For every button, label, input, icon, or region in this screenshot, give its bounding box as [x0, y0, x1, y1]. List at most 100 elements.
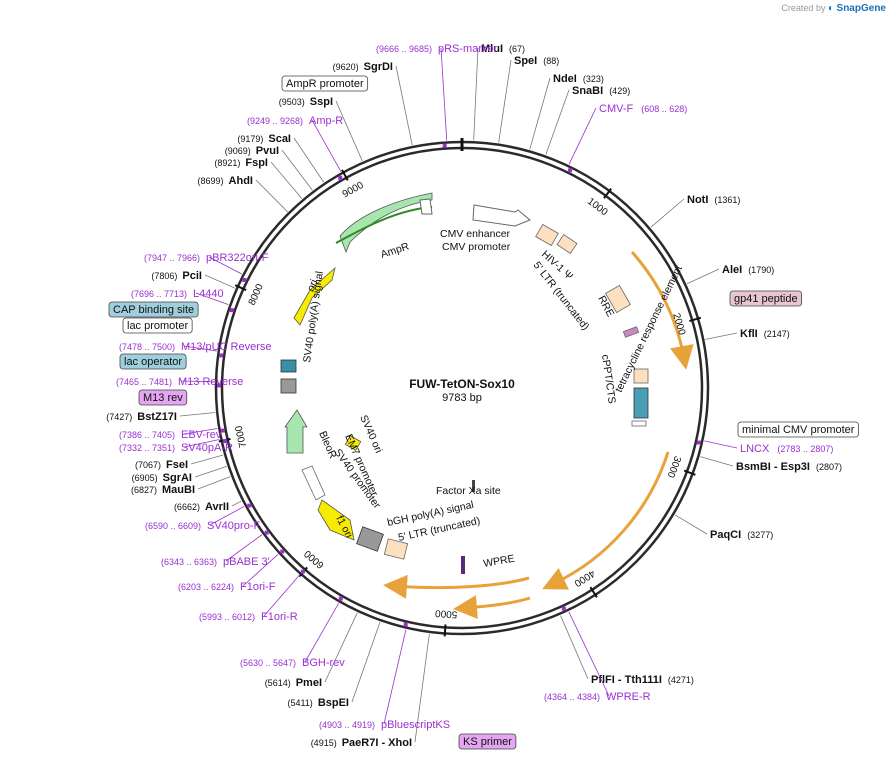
feature-label-box[interactable]: minimal CMV promoter: [737, 421, 859, 438]
enzyme-site[interactable]: NdeI(323): [553, 73, 604, 85]
tick-mark-1: [689, 316, 702, 323]
enzyme-site[interactable]: NotI(1361): [687, 194, 740, 206]
enzyme-leader-18: [204, 274, 236, 289]
enzyme-site[interactable]: SgrDI(9620): [333, 61, 393, 73]
enzyme-site[interactable]: MauBI (6827): [131, 484, 195, 496]
primer-range: (9249 .. 9268): [247, 116, 303, 126]
enzyme-site[interactable]: SgrAI(6905): [132, 472, 192, 484]
primer-label[interactable]: F1ori-R(5993 .. 6012): [199, 611, 298, 623]
feature-label-box[interactable]: KS primer: [458, 733, 517, 750]
enzyme-position: (8921): [214, 158, 240, 168]
primer-range: (2783 .. 2807): [777, 444, 833, 454]
enzyme-leader-3: [545, 89, 570, 155]
enzyme-position: (67): [509, 44, 525, 54]
enzyme-position: (6827): [131, 485, 157, 495]
enzyme-site[interactable]: SnaBI(429): [572, 85, 630, 97]
tick-mark-8: [341, 169, 349, 181]
inner-feature-label: tetracycline response element: [613, 264, 685, 395]
primer-label[interactable]: WPRE-R(4364 .. 4384): [544, 691, 651, 703]
feature-sv40-polya: [280, 359, 297, 373]
enzyme-site[interactable]: FspI (8921): [214, 157, 268, 169]
primer-marker: [229, 308, 234, 313]
primer-marker: [300, 569, 305, 574]
enzyme-name: BsmBI - Esp3I: [736, 461, 810, 473]
enzyme-site[interactable]: BstZ17I(7427): [106, 411, 177, 423]
enzyme-leader-13: [231, 500, 242, 507]
enzyme-name: BspEI: [318, 697, 349, 709]
primer-label[interactable]: BGH-rev(5630 .. 5647): [240, 657, 345, 669]
feature-label-box[interactable]: gp41 peptide: [729, 290, 803, 307]
feature-label-box-bg: [281, 75, 369, 92]
primer-label[interactable]: EBV-rev(7386 .. 7405): [119, 429, 222, 441]
enzyme-site[interactable]: FseI(7067): [135, 459, 188, 471]
enzyme-site[interactable]: BsmBI - Esp3I (2807): [736, 461, 842, 473]
primer-label[interactable]: pRS-marker(9666 .. 9685): [376, 43, 498, 55]
primer-label[interactable]: Amp-R(9249 .. 9268): [247, 115, 343, 127]
enzyme-site[interactable]: BspEI(5411): [287, 697, 349, 709]
primer-label[interactable]: pBluescriptKS (4903 .. 4919): [319, 719, 450, 731]
enzyme-position: (2807): [816, 462, 842, 472]
primer-leader-6: [180, 380, 215, 383]
primer-label[interactable]: M13/pUC Reverse(7478 .. 7500): [119, 341, 272, 353]
enzyme-name: FspI: [245, 157, 268, 169]
primer-label[interactable]: CMV-F(608 .. 628): [599, 103, 687, 115]
enzyme-name: AvrII: [205, 501, 229, 513]
primer-label[interactable]: SV40pA-R(7332 .. 7351): [119, 442, 233, 454]
feature-label-box[interactable]: lac operator: [119, 353, 187, 370]
enzyme-site[interactable]: PvuI(9069): [225, 145, 279, 157]
enzyme-site[interactable]: KflI(2147): [740, 328, 790, 340]
primer-name: pBR322ori-F: [206, 252, 269, 264]
enzyme-name: NotI: [687, 194, 708, 206]
primer-range: (4903 .. 4919): [319, 720, 375, 730]
primer-leader-11: [242, 554, 279, 587]
enzyme-name: MauBI: [162, 484, 195, 496]
feature-label-box[interactable]: lac promoter: [122, 317, 193, 334]
feature-label-box[interactable]: AmpR promoter: [281, 75, 369, 92]
enzyme-site[interactable]: AvrII(6662): [174, 501, 229, 513]
primer-label[interactable]: pBABE 3'(6343 .. 6363): [161, 556, 270, 568]
enzyme-leader-20: [270, 161, 303, 199]
primer-label[interactable]: M13 Reverse(7465 .. 7481): [116, 376, 243, 388]
primer-name: pBluescriptKS: [381, 719, 450, 731]
primer-range: (6343 .. 6363): [161, 557, 217, 567]
enzyme-site[interactable]: PflFI - Tth111I(4271): [591, 674, 694, 686]
enzyme-site[interactable]: ScaI(9179): [237, 133, 291, 145]
feature-label-text: KS primer: [463, 736, 512, 748]
enzyme-position: (88): [543, 56, 559, 66]
enzyme-site[interactable]: PciI(7806): [151, 270, 202, 282]
primer-label[interactable]: LNCX(2783 .. 2807): [740, 443, 833, 455]
primer-leader-7: [183, 428, 218, 435]
primer-name: F1ori-R: [261, 611, 298, 623]
primer-leader-4: [195, 292, 229, 305]
enzyme-site[interactable]: PaeR7I - XhoI(4915): [311, 737, 412, 749]
enzyme-name: FseI: [166, 459, 188, 471]
enzyme-site[interactable]: SspI(9503): [279, 96, 333, 108]
primer-marker: [222, 439, 227, 444]
enzyme-site[interactable]: AleI(1790): [722, 264, 774, 276]
primer-name: CMV-F: [599, 103, 634, 115]
primer-marker: [242, 278, 247, 283]
feature-label-box-bg: [138, 389, 188, 406]
enzyme-site[interactable]: PaqCI(3277): [710, 529, 773, 541]
primer-label[interactable]: L4440(7696 .. 7713): [131, 288, 224, 300]
enzyme-leader-14: [197, 476, 231, 490]
primer-range: (7478 .. 7500): [119, 342, 175, 352]
enzyme-site[interactable]: SpeI(88): [514, 55, 559, 67]
tick-mark-0: [603, 188, 612, 199]
feature-label-box[interactable]: M13 rev: [138, 389, 188, 406]
feature-label-box[interactable]: CAP binding site: [108, 301, 199, 318]
enzyme-position: (9069): [225, 146, 251, 156]
primer-leader-13: [304, 602, 340, 663]
primer-range: (9666 .. 9685): [376, 44, 432, 54]
primer-leader-9: [209, 506, 245, 526]
enzyme-site[interactable]: PmeI(5614): [265, 677, 322, 689]
primer-label[interactable]: pBR322ori-F(7947 .. 7966): [144, 252, 269, 264]
primer-label[interactable]: F1ori-F(6203 .. 6224): [178, 581, 276, 593]
tick-mark-4: [443, 624, 447, 637]
primer-label[interactable]: SV40pro-F(6590 .. 6609): [145, 520, 261, 532]
enzyme-name: SnaBI: [572, 85, 603, 97]
enzyme-site[interactable]: MluI(67): [481, 43, 525, 55]
enzyme-site[interactable]: AhdI(8699): [198, 175, 253, 187]
plasmid-size: 9783 bp: [442, 392, 482, 404]
